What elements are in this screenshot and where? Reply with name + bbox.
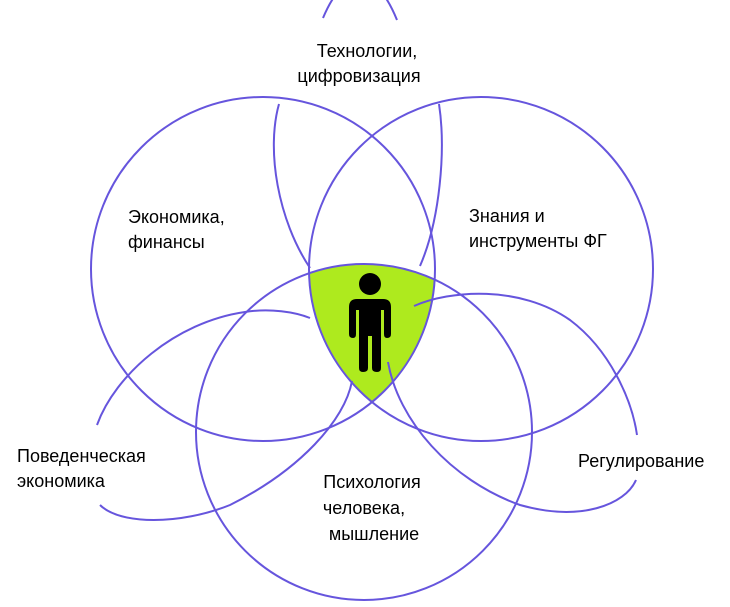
psychology-circle [195,263,533,601]
technology-label-line2: цифровизация [297,66,420,86]
technology-circle-left-arc [272,103,311,269]
psychology-label-line3: мышление [329,524,419,544]
behavioral-label-line1: Поведенческая [17,446,146,466]
behavioral-label-line2: экономика [17,471,106,491]
knowledge-circle [308,96,654,442]
psychology-label-line2: человека, [323,498,405,518]
technology-circle [322,0,398,21]
technology-label-line1: Технологии, [317,41,418,61]
regulation-circle [387,361,637,513]
regulation-label: Регулирование [578,451,704,471]
knowledge-label-line2: инструменты ФГ [469,231,607,251]
economics-label-line1: Экономика, [128,207,225,227]
economics-label-line2: финансы [128,232,205,252]
knowledge-label-line1: Знания и [469,206,545,226]
economics-circle [90,96,436,442]
regulation-circle-top-arc [413,292,638,436]
psychology-label-line1: Психология [323,472,421,492]
person-icon [349,273,391,372]
behavioral-circle [99,380,353,521]
behavioral-circle-top-arc [96,309,311,426]
technology-circle-right-arc [419,103,443,267]
